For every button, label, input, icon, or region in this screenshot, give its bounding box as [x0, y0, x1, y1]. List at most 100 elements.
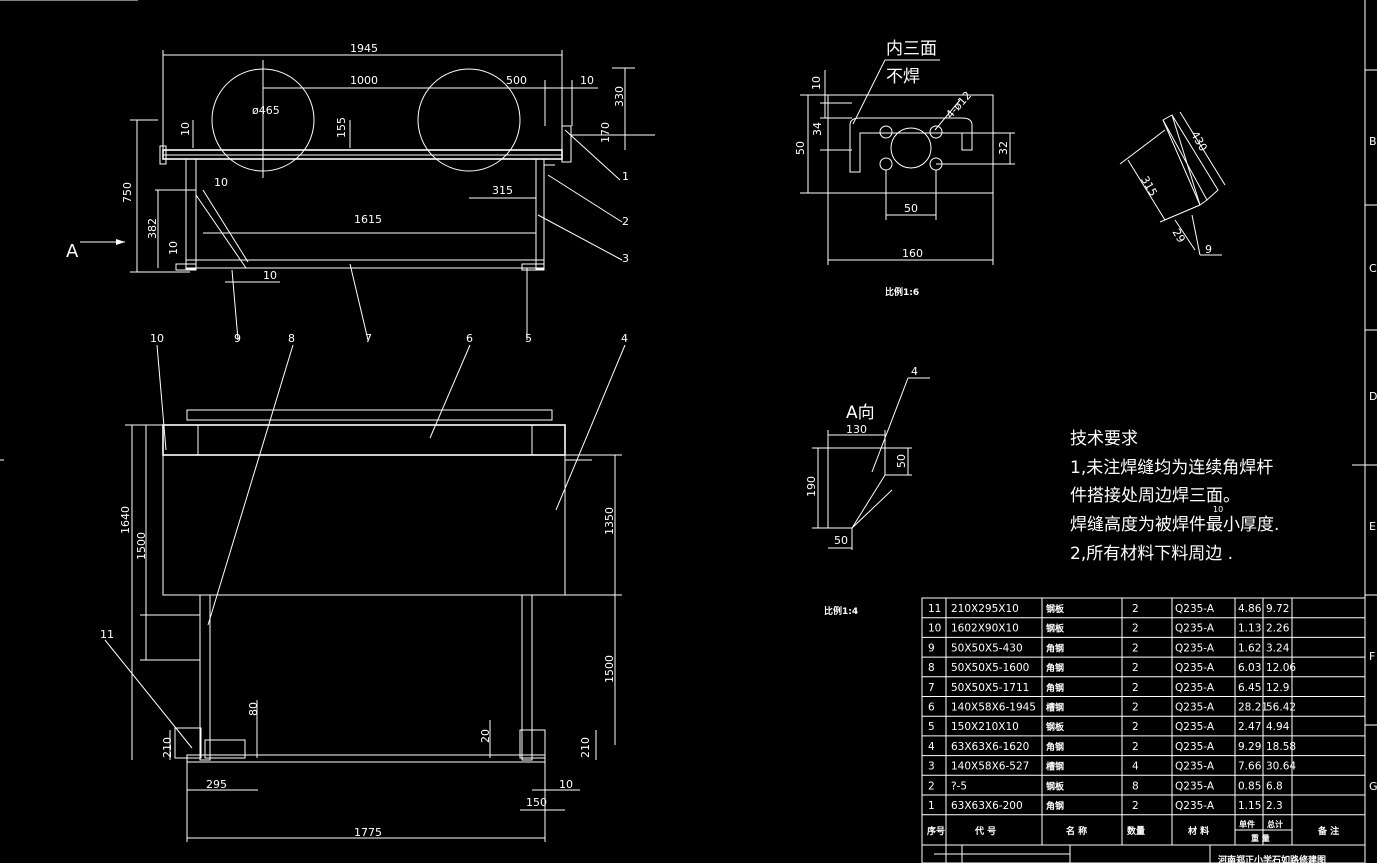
bom-header-qty: 数量 — [1127, 825, 1145, 837]
dim-150: 150 — [526, 796, 547, 809]
dim-1615: 1615 — [354, 213, 382, 226]
dim-1775: 1775 — [354, 826, 382, 839]
bom-cell-total: 12.06 — [1266, 662, 1296, 674]
bom-header-unit: 单件 — [1239, 819, 1255, 829]
bom-cell-material: Q235-A — [1175, 800, 1215, 812]
dim-330: 330 — [613, 86, 626, 107]
scale-1-6: 比例1:6 — [885, 286, 919, 298]
balloon-5: 5 — [525, 332, 532, 345]
bom-cell-unit: 1.15 — [1238, 800, 1261, 812]
dim-plate-32: 32 — [997, 141, 1010, 155]
bom-header-name: 名 称 — [1066, 825, 1087, 837]
dim-750: 750 — [121, 182, 134, 203]
bom-cell-total: 18.58 — [1266, 741, 1296, 753]
bom-footer-title: 河南郑正小学石如路修建图 — [1218, 854, 1326, 863]
bom-cell-no: 10 — [928, 623, 941, 635]
bom-cell-material: Q235-A — [1175, 780, 1215, 792]
dim-1500-left: 1500 — [135, 532, 148, 560]
bom-cell-no: 9 — [928, 642, 935, 654]
bom-cell-unit: 0.85 — [1238, 780, 1261, 792]
bom-cell-material: Q235-A — [1175, 721, 1215, 733]
dim-diameter-465: ø465 — [252, 104, 280, 117]
bom-cell-no: 4 — [928, 741, 935, 753]
tech-mark: 10 — [1213, 505, 1223, 514]
dim-1350: 1350 — [603, 507, 616, 535]
bom-cell-code: 63X63X6-200 — [951, 800, 1023, 812]
dim-plate-10: 10 — [810, 76, 823, 90]
dim-500: 500 — [506, 74, 527, 87]
bom-cell-unit: 1.13 — [1238, 623, 1261, 635]
zone-letter-d: D — [1369, 390, 1377, 403]
bom-cell-code: 140X58X6-527 — [951, 761, 1029, 773]
dim-210-left: 210 — [161, 737, 174, 758]
balloon-8: 8 — [288, 332, 295, 345]
dim-170: 170 — [599, 122, 612, 143]
bom-cell-name: 角钢 — [1046, 642, 1064, 654]
bom-cell-name: 槽钢 — [1046, 761, 1064, 773]
zone-letter-f: F — [1369, 650, 1375, 663]
balloon-view-a-4: 4 — [911, 365, 918, 378]
bom-cell-material: Q235-A — [1175, 623, 1215, 635]
bom-cell-no: 8 — [928, 662, 935, 674]
bom-cell-code: 50X50X5-430 — [951, 642, 1023, 654]
dim-20: 20 — [479, 729, 492, 743]
dim-295: 295 — [206, 778, 227, 791]
bom-cell-no: 2 — [928, 780, 935, 792]
bom-cell-qty: 2 — [1132, 603, 1139, 615]
bom-header-weight: 重 量 — [1251, 833, 1270, 843]
bom-cell-material: Q235-A — [1175, 642, 1215, 654]
dim-view-a-50-right: 50 — [895, 454, 908, 468]
balloon-11: 11 — [100, 628, 114, 641]
angle-detail: 430 315 29 9 — [1119, 111, 1226, 256]
bom-cell-qty: 2 — [1132, 800, 1139, 812]
bom-cell-code: 210X295X10 — [951, 603, 1019, 615]
balloon-angle-9: 9 — [1205, 243, 1212, 256]
bom-cell-qty: 2 — [1132, 741, 1139, 753]
dim-plate-34: 34 — [811, 122, 824, 136]
dim-1000: 1000 — [350, 74, 378, 87]
zone-letter-e: E — [1369, 520, 1376, 533]
dim-1640: 1640 — [119, 506, 132, 534]
bom-cell-unit: 7.66 — [1238, 761, 1262, 773]
bom-cell-material: Q235-A — [1175, 761, 1215, 773]
bom-cell-total: 56.42 — [1266, 702, 1296, 714]
bom-cell-material: Q235-A — [1175, 702, 1215, 714]
bom-cell-name: 角钢 — [1046, 662, 1064, 674]
bom-cell-unit: 9.29 — [1238, 741, 1261, 753]
front-view: 1945 1000 500 10 330 ø465 155 10 170 750… — [66, 42, 655, 345]
balloon-6: 6 — [466, 332, 473, 345]
bom-cell-no: 7 — [928, 682, 935, 694]
bom-header-remark: 备 注 — [1317, 825, 1339, 837]
bom-cell-name: 角钢 — [1046, 800, 1064, 812]
dim-view-a-190: 190 — [805, 476, 818, 497]
dim-hole-4x12: 4-ø12 — [943, 89, 974, 121]
bom-cell-material: Q235-A — [1175, 682, 1215, 694]
dim-view-a-50-bottom: 50 — [834, 534, 848, 547]
note-no-weld: 不焊 — [886, 67, 920, 87]
dim-210-right: 210 — [579, 737, 592, 758]
bom-cell-total: 6.8 — [1266, 780, 1283, 792]
bom-cell-material: Q235-A — [1175, 603, 1215, 615]
bom-cell-code: 50X50X5-1600 — [951, 662, 1029, 674]
bom-cell-code: 1602X90X10 — [951, 623, 1019, 635]
bom-cell-material: Q235-A — [1175, 741, 1215, 753]
technical-requirements: 技术要求 1,未注焊缝均为连续角焊杆 件搭接处周边焊三面。 焊缝高度为被焊件最小… — [1070, 429, 1279, 564]
balloon-2: 2 — [622, 215, 629, 228]
dim-1500-right: 1500 — [603, 655, 616, 683]
dim-angle-315: 315 — [1138, 174, 1160, 199]
dim-10-top: 10 — [580, 74, 594, 87]
bom-cell-unit: 4.86 — [1238, 603, 1262, 615]
tech-line-2: 件搭接处周边焊三面。 — [1070, 486, 1240, 506]
bom-header-total: 总计 — [1267, 819, 1283, 829]
balloon-4: 4 — [621, 332, 628, 345]
scale-1-4: 比例1:4 — [824, 605, 858, 617]
bom-cell-total: 9.72 — [1266, 603, 1289, 615]
bom-header-code: 代 号 — [974, 825, 996, 837]
bom-cell-qty: 2 — [1132, 721, 1139, 733]
bom-cell-total: 30.64 — [1266, 761, 1296, 773]
bom-cell-name: 钢板 — [1046, 721, 1065, 733]
balloon-3: 3 — [622, 252, 629, 265]
balloon-1: 1 — [622, 170, 629, 183]
